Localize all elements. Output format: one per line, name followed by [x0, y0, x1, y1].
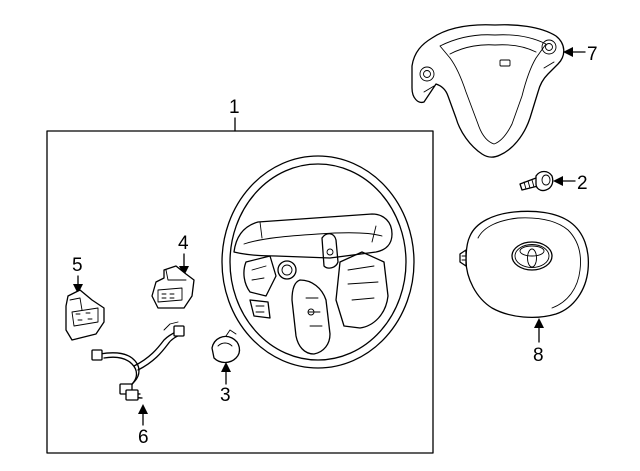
arrow-6	[138, 404, 148, 426]
callout-8[interactable]: 8	[533, 345, 544, 366]
callout-4[interactable]: 4	[178, 233, 189, 254]
arrow-7	[563, 47, 586, 57]
callout-3[interactable]: 3	[220, 385, 231, 406]
arrow-3	[221, 362, 231, 385]
assembly-frame	[46, 130, 434, 454]
vehicle-emblem-icon	[511, 241, 553, 271]
arrow-8	[534, 318, 544, 343]
callout-1[interactable]: 1	[229, 97, 240, 118]
callout-5[interactable]: 5	[72, 255, 83, 276]
airbag-module-part-8[interactable]	[459, 210, 590, 318]
wire-harness-part-6[interactable]	[91, 321, 185, 401]
callout-2[interactable]: 2	[577, 173, 588, 194]
arrow-2	[553, 176, 576, 186]
steering-wheel-assembly[interactable]	[221, 155, 415, 369]
right-switch-part-4[interactable]	[151, 265, 195, 309]
connector-part-3[interactable]	[211, 329, 241, 364]
arrow-4	[179, 253, 189, 276]
callout-7[interactable]: 7	[587, 44, 598, 65]
arrow-5	[73, 275, 83, 294]
callout-6[interactable]: 6	[138, 427, 149, 448]
lower-cover-part-7[interactable]	[411, 24, 565, 158]
screw-part-2[interactable]	[519, 170, 554, 192]
left-switch-part-5[interactable]	[65, 289, 105, 341]
